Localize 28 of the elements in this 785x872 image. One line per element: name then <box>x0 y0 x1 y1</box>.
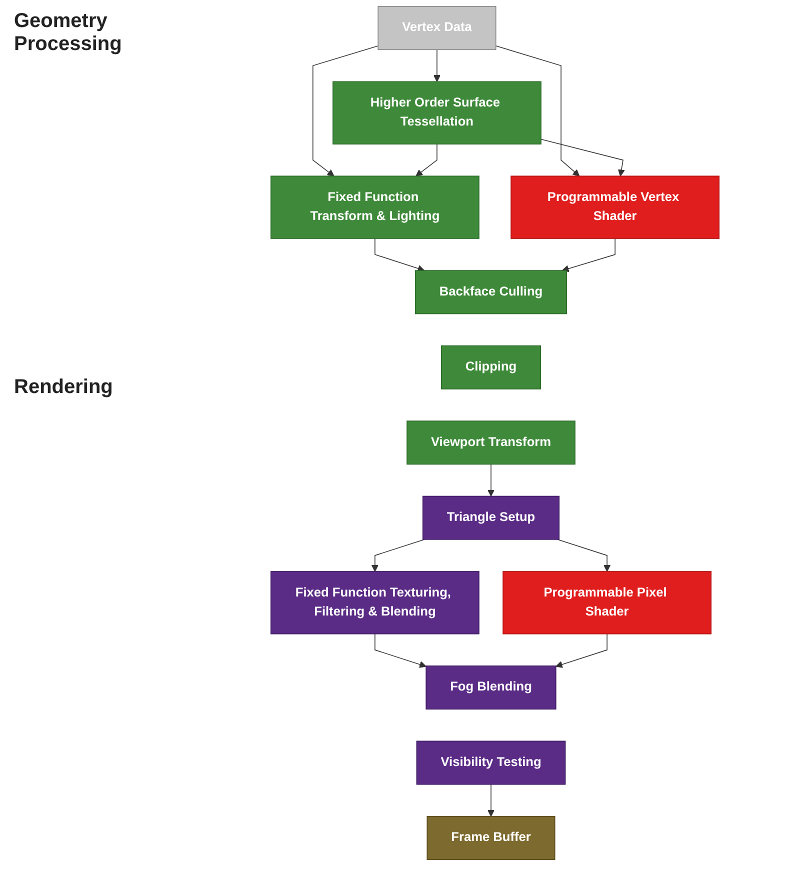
arrow <box>556 634 608 668</box>
arrow <box>487 464 495 497</box>
arrow <box>371 539 425 572</box>
arrow <box>487 784 495 817</box>
section-heading: Geometry Processing <box>14 10 123 56</box>
arrow <box>312 45 378 176</box>
node-box: Fixed Function Texturing, Filtering & Blending <box>270 571 480 634</box>
node-box: Programmable Pixel Shader <box>502 571 712 634</box>
node-box: Viewport Transform <box>406 420 576 465</box>
arrow <box>495 45 580 176</box>
node-box: Clipping <box>440 345 542 390</box>
arrow <box>562 238 616 272</box>
arrow <box>416 144 438 176</box>
section-heading: Rendering <box>14 376 114 399</box>
arrow <box>433 49 440 82</box>
node-box: Vertex Data <box>378 6 496 50</box>
node-box: Frame Buffer <box>426 816 556 860</box>
node-box: Visibility Testing <box>416 740 566 785</box>
arrow <box>374 634 426 668</box>
node-box: Backface Culling <box>415 270 567 314</box>
node-box: Fixed Function Transform & Lighting <box>270 176 480 239</box>
arrow <box>557 539 611 572</box>
node-box: Higher Order Surface Tessellation <box>332 81 542 144</box>
node-box: Fog Blending <box>426 666 556 710</box>
arrow <box>374 238 425 272</box>
arrow <box>540 138 625 176</box>
node-box: Programmable Vertex Shader <box>510 176 720 239</box>
node-box: Triangle Setup <box>422 496 560 540</box>
